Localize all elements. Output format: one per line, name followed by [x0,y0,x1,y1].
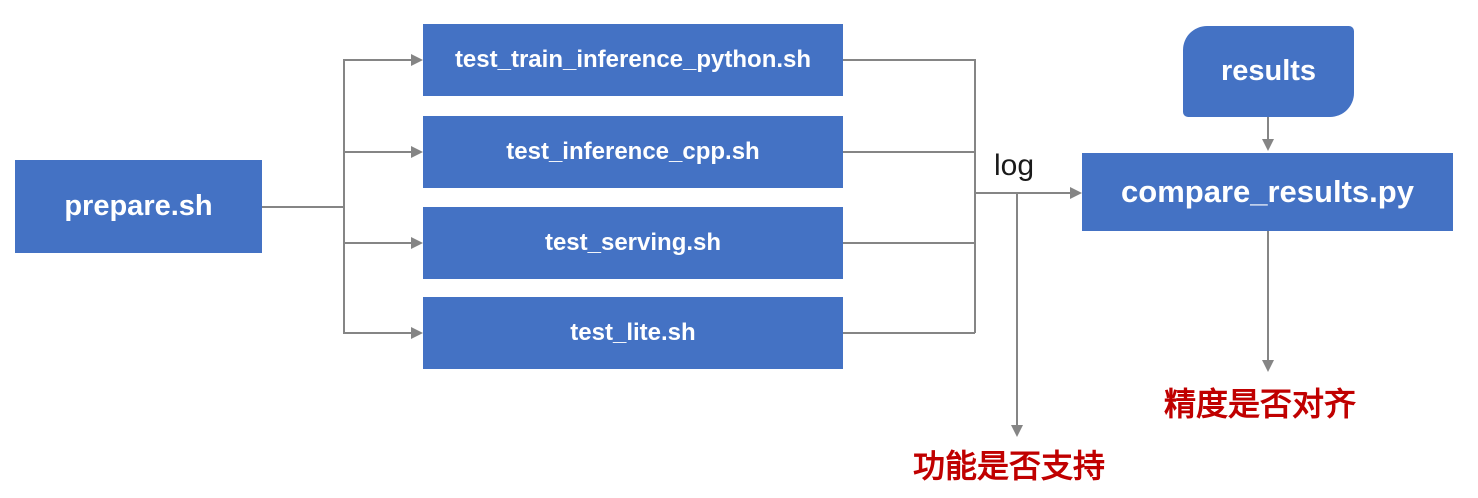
arrowhead-function-support [1011,425,1023,437]
annotation-function-support: 功能是否支持 [913,448,1106,484]
connector-right-bus [974,59,976,333]
connector-to-test-4 [343,332,411,334]
arrowhead-to-compare [1070,187,1082,199]
arrowhead-to-test-2 [411,146,423,158]
node-test-inference-cpp: test_inference_cpp.sh [423,116,843,188]
node-test-train-inference-python: test_train_inference_python.sh [423,24,843,96]
connector-to-test-1 [343,59,411,61]
connector-to-test-3 [343,242,411,244]
connector-left-bus [343,60,345,334]
arrowhead-to-test-3 [411,237,423,249]
connector-compare-down [1267,231,1269,360]
arrowhead-results-to-compare [1262,139,1274,151]
edge-label-log: log [993,149,1035,182]
connector-test-1-out [843,59,975,61]
connector-log-to-compare [974,192,1070,194]
connector-test-2-out [843,151,975,153]
node-test-serving: test_serving.sh [423,207,843,279]
connector-log-down [1016,192,1018,425]
connector-results-to-compare [1267,117,1269,139]
node-test-lite: test_lite.sh [423,297,843,369]
connector-prepare-out [262,206,344,208]
arrowhead-to-test-4 [411,327,423,339]
arrowhead-precision [1262,360,1274,372]
node-compare-results-py: compare_results.py [1082,153,1453,231]
connector-test-3-out [843,242,975,244]
connector-test-4-out [843,332,975,334]
connector-to-test-2 [343,151,411,153]
node-prepare-sh: prepare.sh [15,160,262,253]
annotation-precision-alignment: 精度是否对齐 [1164,386,1357,422]
arrowhead-to-test-1 [411,54,423,66]
node-results: results [1183,26,1354,117]
